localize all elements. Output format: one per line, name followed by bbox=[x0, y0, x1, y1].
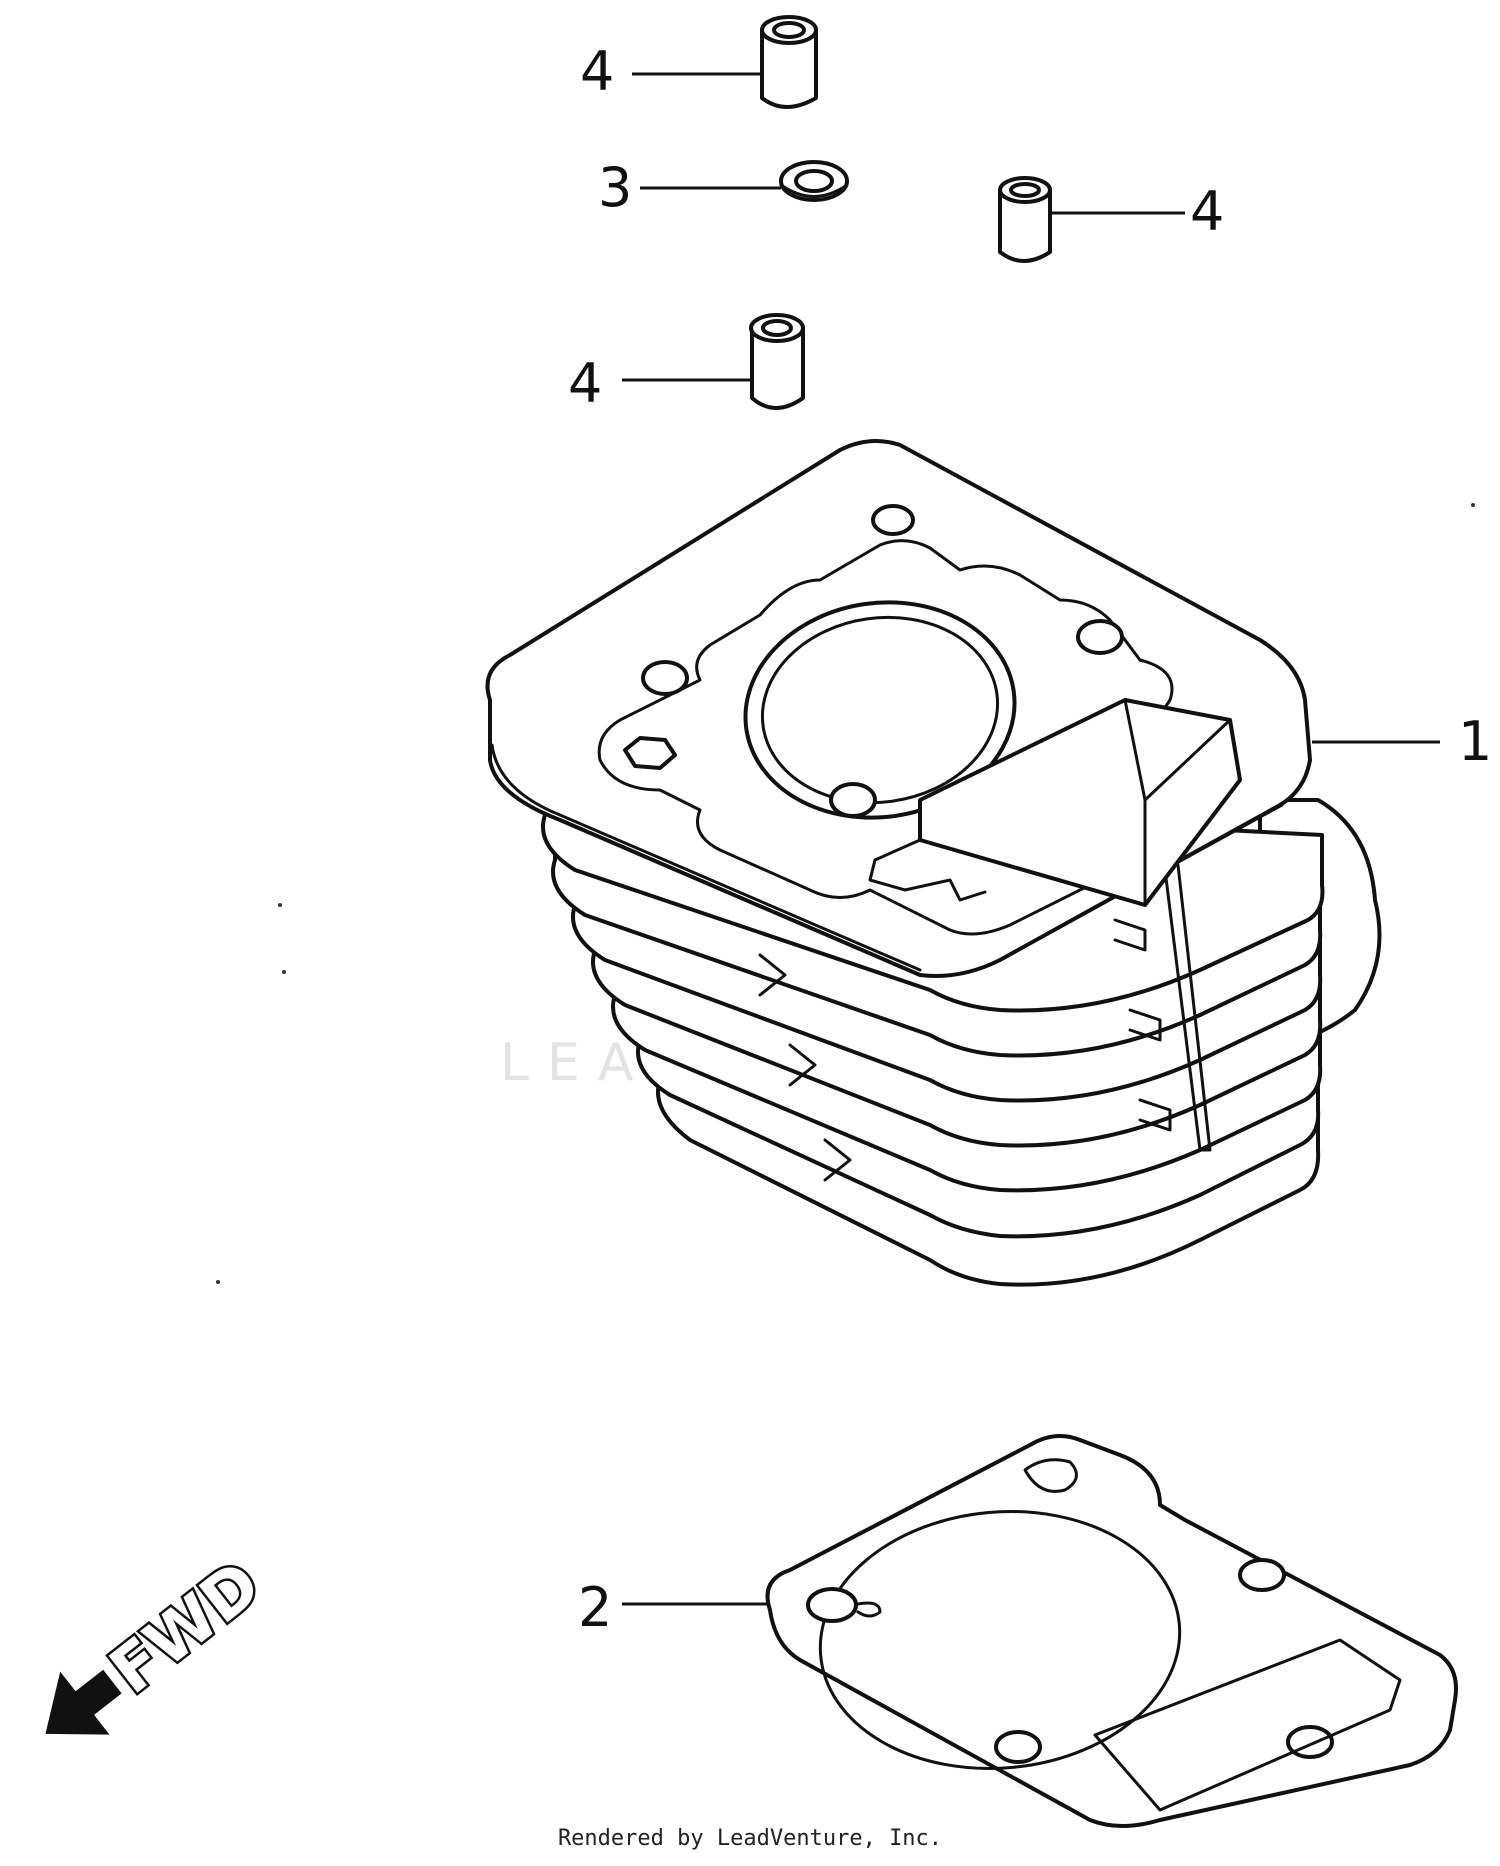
o-ring bbox=[779, 160, 849, 202]
forward-direction-indicator: FWD bbox=[45, 1545, 277, 1735]
scan-dot bbox=[216, 1280, 220, 1284]
dowel-pin-top bbox=[760, 15, 818, 109]
footer-credit: Rendered by LeadVenture, Inc. bbox=[557, 1826, 943, 1851]
callout-1: 1 bbox=[1458, 710, 1492, 773]
dowel-pin-right bbox=[998, 176, 1052, 263]
forward-arrow-icon bbox=[45, 1669, 122, 1735]
dowel-pin-lower bbox=[749, 313, 805, 410]
base-gasket bbox=[765, 1434, 1458, 1828]
scan-dot bbox=[278, 903, 282, 907]
scan-dot bbox=[1471, 503, 1475, 507]
callout-4-right: 4 bbox=[1190, 180, 1224, 243]
callout-4-top: 4 bbox=[580, 40, 614, 103]
callout-3: 3 bbox=[598, 156, 632, 219]
callout-2: 2 bbox=[578, 1576, 612, 1639]
cylinder-block bbox=[485, 439, 1382, 1287]
direction-label: FWD bbox=[97, 1547, 275, 1708]
callout-4-lower: 4 bbox=[568, 352, 602, 415]
scan-dot bbox=[282, 970, 286, 974]
